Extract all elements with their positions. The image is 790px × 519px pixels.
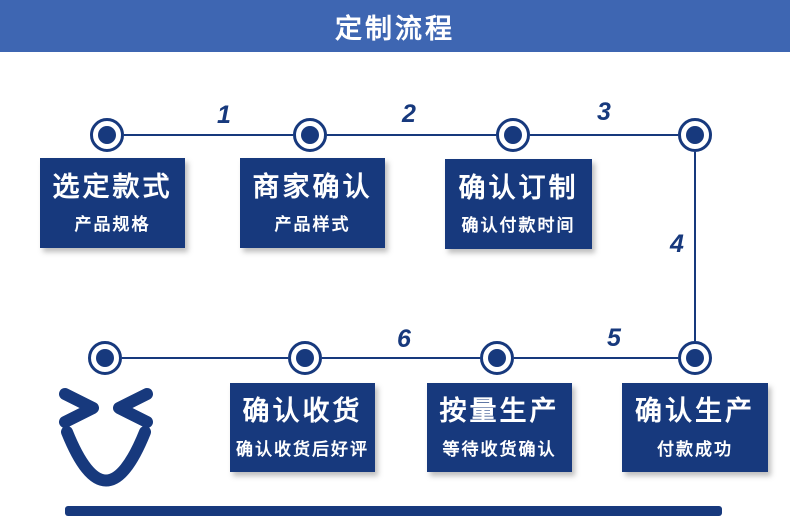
step-box-subtitle: 确认收货后好评 xyxy=(236,439,369,459)
header-bar: 定制流程 xyxy=(0,0,790,52)
step-box-subtitle: 产品样式 xyxy=(274,215,351,235)
step-number-5: 5 xyxy=(607,324,621,352)
step-box-2: 商家确认 产品样式 xyxy=(240,158,385,248)
flow-node-3 xyxy=(496,118,530,152)
connector-line-3 xyxy=(530,134,678,136)
flow-node-1 xyxy=(90,118,124,152)
node-dot xyxy=(686,349,704,367)
smiley-right-eye xyxy=(113,388,153,428)
step-box-6: 确认收货 确认收货后好评 xyxy=(230,383,375,472)
node-dot xyxy=(301,126,319,144)
step-number-3: 3 xyxy=(597,98,611,126)
step-number-1: 1 xyxy=(217,101,231,129)
step-box-subtitle: 付款成功 xyxy=(657,439,733,459)
footer-accent-bar xyxy=(65,506,722,516)
flow-node-5 xyxy=(678,341,712,375)
step-box-title: 确认订制 xyxy=(458,172,579,203)
connector-line-7 xyxy=(122,357,288,359)
step-number-2: 2 xyxy=(402,100,416,128)
step-box-3: 确认订制 确认付款时间 xyxy=(445,159,592,249)
step-box-1: 选定款式 产品规格 xyxy=(40,158,185,248)
step-box-title: 确认收货 xyxy=(242,396,363,427)
step-box-subtitle: 等待收货确认 xyxy=(442,439,557,459)
flow-node-7 xyxy=(288,341,322,375)
step-number-6: 6 xyxy=(397,325,411,353)
connector-line-4 xyxy=(694,152,696,341)
node-dot xyxy=(488,349,506,367)
connector-line-2 xyxy=(327,134,496,136)
connector-line-1 xyxy=(124,134,293,136)
step-box-subtitle: 确认付款时间 xyxy=(461,216,576,236)
step-box-5: 按量生产 等待收货确认 xyxy=(427,383,572,472)
node-dot xyxy=(686,126,704,144)
flow-node-4 xyxy=(678,118,712,152)
step-box-title: 商家确认 xyxy=(252,171,373,202)
node-dot xyxy=(504,126,522,144)
node-dot xyxy=(296,349,314,367)
step-box-subtitle: 产品规格 xyxy=(74,215,151,235)
connector-line-6 xyxy=(322,357,480,359)
winking-smiley-face-icon xyxy=(59,388,153,487)
flow-node-8 xyxy=(88,341,122,375)
node-dot xyxy=(98,126,116,144)
step-box-title: 按量生产 xyxy=(439,396,560,427)
flow-node-6 xyxy=(480,341,514,375)
step-box-title: 选定款式 xyxy=(52,171,173,202)
step-number-4: 4 xyxy=(670,230,684,258)
node-dot xyxy=(96,349,114,367)
smiley-smile xyxy=(61,426,151,487)
step-box-4: 确认生产 付款成功 xyxy=(622,383,768,472)
flow-node-2 xyxy=(293,118,327,152)
page-title: 定制流程 xyxy=(335,13,455,44)
connector-line-5 xyxy=(514,357,678,359)
step-box-title: 确认生产 xyxy=(635,396,755,427)
smiley-left-eye xyxy=(59,388,99,428)
